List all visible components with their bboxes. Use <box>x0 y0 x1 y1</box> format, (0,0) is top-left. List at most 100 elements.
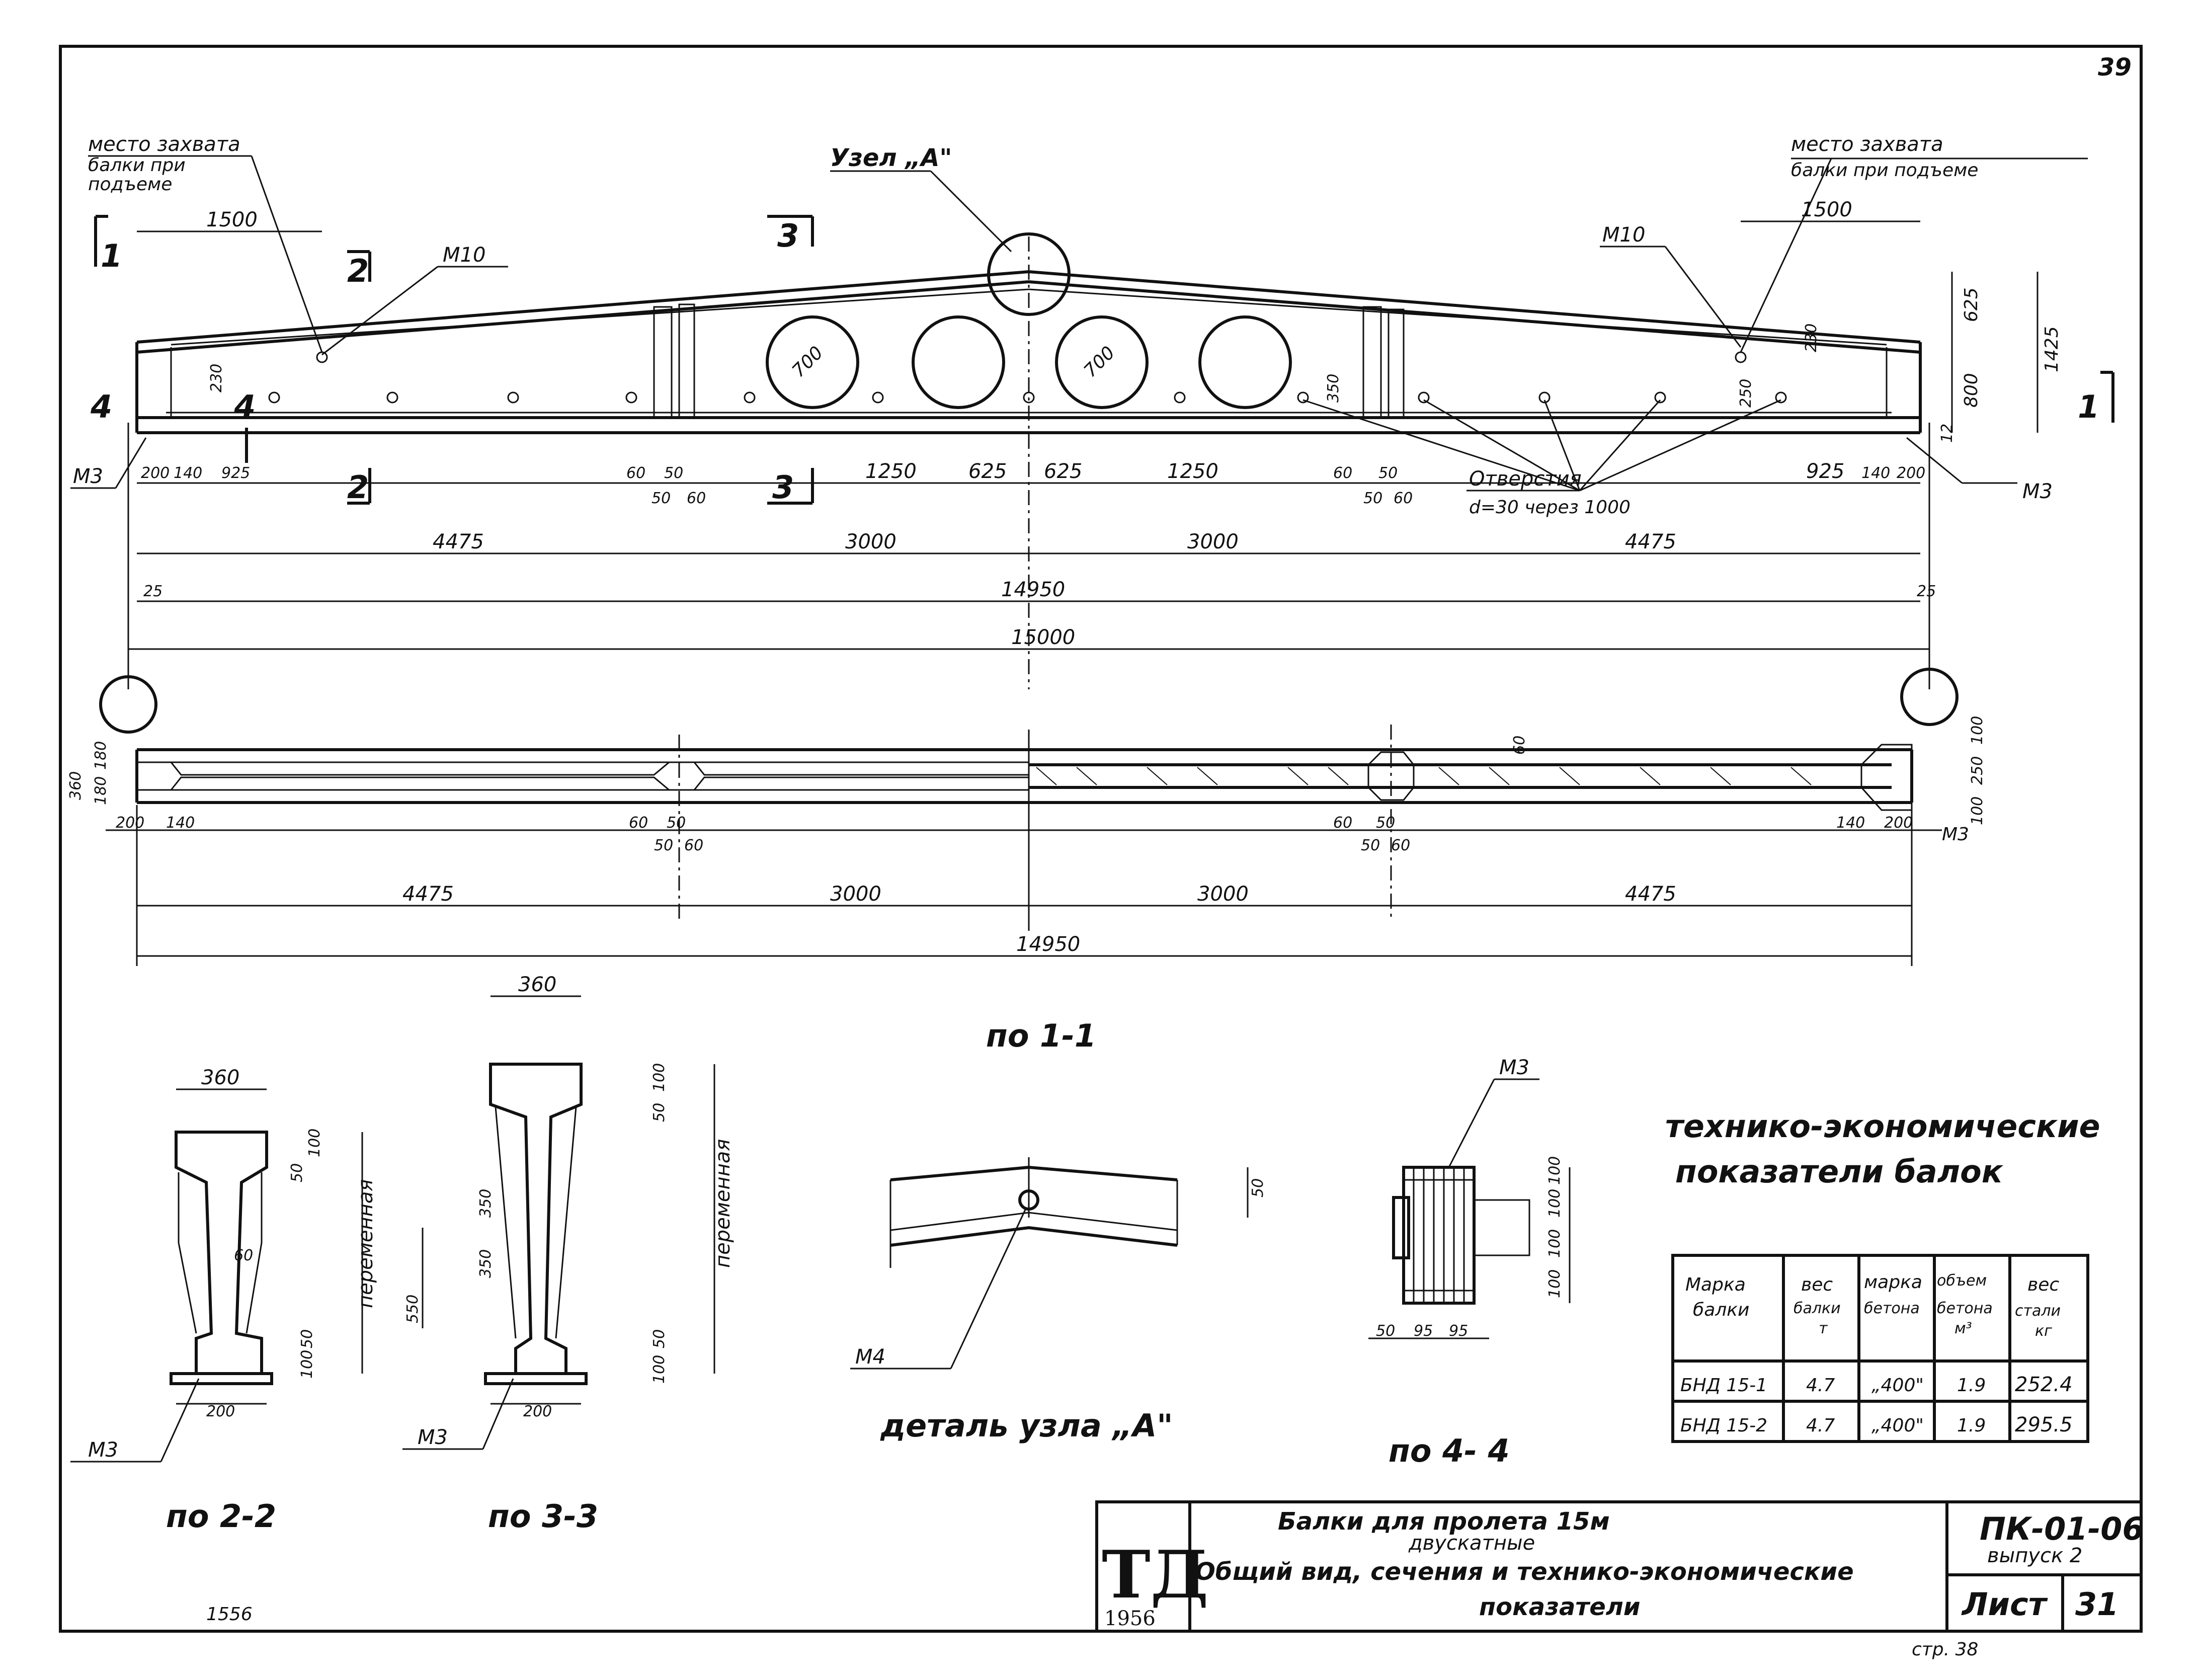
s33-top-width: 360 <box>518 973 556 996</box>
plan-left-dims: 360 180 180 <box>67 741 110 805</box>
svg-text:3000: 3000 <box>1197 883 1249 906</box>
insert-m10-right: М10 <box>1602 223 1645 247</box>
svg-text:50: 50 <box>650 1329 668 1348</box>
svg-text:925: 925 <box>1806 460 1844 483</box>
page-number: 39 <box>2098 53 2132 82</box>
s33-side-label: переменная <box>711 1139 735 1268</box>
svg-text:балки при подъеме: балки при подъеме <box>1791 160 1978 181</box>
svg-text:2: 2 <box>347 253 369 289</box>
svg-text:100: 100 <box>1969 716 1986 745</box>
opening-3 <box>1055 315 1149 409</box>
sheet-number: 31 <box>2075 1586 2118 1623</box>
svg-text:3000: 3000 <box>830 883 881 906</box>
sheet-label: Лист <box>1961 1586 2048 1623</box>
svg-text:252.4: 252.4 <box>2015 1373 2073 1396</box>
svg-text:1.9: 1.9 <box>1957 1415 1986 1436</box>
svg-text:50: 50 <box>654 837 673 854</box>
table-row: БНД 15-1 4.7 „400" 1.9 252.4 <box>1680 1373 2073 1396</box>
svg-text:250: 250 <box>1737 379 1755 408</box>
svg-text:60: 60 <box>626 464 645 482</box>
grip-label-left: место захвата балки при подъеме <box>88 133 323 353</box>
section-4-4 <box>1368 1166 1571 1339</box>
svg-text:100: 100 <box>1546 1189 1564 1218</box>
svg-text:360: 360 <box>67 771 85 800</box>
svg-text:место захвата: место захвата <box>1791 133 1943 156</box>
svg-text:1: 1 <box>101 237 122 274</box>
end-offset-left: 25 <box>143 583 162 600</box>
svg-text:12: 12 <box>1938 424 1956 443</box>
svg-text:140: 140 <box>1836 814 1865 832</box>
s22-side-label: переменная <box>354 1179 377 1308</box>
s44-right-dims: 100 100 100 100 <box>1546 1156 1564 1298</box>
svg-text:60: 60 <box>1333 464 1352 482</box>
svg-text:м³: м³ <box>1954 1320 1972 1337</box>
svg-text:3000: 3000 <box>1187 530 1239 553</box>
s22-flange-dims: 100 50 50 100 <box>288 1129 323 1379</box>
support-right <box>1900 668 1959 726</box>
svg-text:50: 50 <box>651 490 671 507</box>
svg-text:БНД 15-2: БНД 15-2 <box>1680 1415 1767 1436</box>
small-dims: 230 230 350 250 <box>208 324 1820 408</box>
bottom-dims-left: 200 140 925 60 50 50 60 <box>141 464 706 507</box>
svg-text:3: 3 <box>777 217 799 254</box>
holes-label: Отверстия <box>1469 467 1582 491</box>
s22-caption: по 2-2 <box>166 1498 276 1535</box>
s33-bottom-width: 200 <box>523 1403 552 1420</box>
svg-text:800: 800 <box>1961 373 1982 408</box>
svg-text:100: 100 <box>1546 1156 1564 1185</box>
node-dim: 50 <box>1249 1178 1267 1197</box>
beam-elevation <box>135 232 1922 689</box>
svg-text:подъеме: подъеме <box>88 174 172 195</box>
svg-text:1.9: 1.9 <box>1957 1375 1986 1396</box>
svg-text:50: 50 <box>288 1163 306 1182</box>
grip-dim-right: 1500 <box>1801 198 1852 221</box>
svg-text:БНД 15-1: БНД 15-1 <box>1680 1375 1767 1396</box>
s44-bottom-dims: 50 95 95 <box>1376 1322 1468 1340</box>
title-block <box>1095 1500 2143 1633</box>
svg-text:т: т <box>1819 1320 1828 1337</box>
opening-4 <box>1198 315 1292 409</box>
svg-text:4475: 4475 <box>1625 530 1676 553</box>
svg-text:60: 60 <box>687 490 706 507</box>
span-15000: 15000 <box>1011 626 1075 649</box>
svg-text:50: 50 <box>650 1103 668 1122</box>
support-left <box>99 675 157 734</box>
svg-text:балки: балки <box>1794 1300 1841 1317</box>
svg-text:200: 200 <box>1897 464 1925 482</box>
svg-text:140: 140 <box>174 464 202 482</box>
s33-web-dims: 350 350 550 <box>404 1189 495 1323</box>
svg-text:вес: вес <box>1801 1274 1833 1295</box>
bottom-page-ref: стр. 38 <box>1912 1639 1978 1660</box>
node-a-label: Узел „А" <box>830 144 952 172</box>
bottom-dims-right: 60 50 50 60 925 140 200 <box>1333 460 1925 507</box>
svg-text:3000: 3000 <box>845 530 897 553</box>
svg-text:95: 95 <box>1449 1322 1468 1340</box>
svg-text:100: 100 <box>650 1063 668 1092</box>
svg-text:1: 1 <box>2078 388 2099 425</box>
svg-text:200: 200 <box>116 814 144 832</box>
holes-spec: d=30 через 1000 <box>1469 497 1631 518</box>
svg-text:50: 50 <box>1378 464 1398 482</box>
opening-diameter-2: 700 <box>1080 343 1119 382</box>
tech-title-1: технико-экономические <box>1665 1108 2100 1145</box>
svg-text:4: 4 <box>233 388 256 425</box>
plan-caption: по 1-1 <box>986 1017 1096 1054</box>
svg-text:350: 350 <box>477 1189 495 1218</box>
plate-m3-left: М3 <box>73 465 103 488</box>
svg-text:50: 50 <box>298 1329 316 1348</box>
plan-length-total: 14950 <box>1016 933 1080 956</box>
grip-dim-left: 1500 <box>206 208 258 231</box>
s22-top-width: 360 <box>201 1066 239 1089</box>
title-logo: ТД <box>1102 1536 1208 1613</box>
svg-text:925: 925 <box>221 464 250 482</box>
plan-span-parts: 4475 3000 3000 4475 <box>402 883 1676 906</box>
svg-text:140: 140 <box>1861 464 1890 482</box>
svg-text:295.5: 295.5 <box>2015 1413 2073 1436</box>
insert-m10-left: М10 <box>443 244 485 267</box>
end-offset-right: 25 <box>1917 583 1936 600</box>
plate-m3-right: М3 <box>2022 480 2053 503</box>
svg-text:60: 60 <box>684 837 703 854</box>
span-parts: 4475 3000 3000 4475 <box>433 530 1676 553</box>
series-code: ПК-01-06 <box>1980 1510 2144 1547</box>
